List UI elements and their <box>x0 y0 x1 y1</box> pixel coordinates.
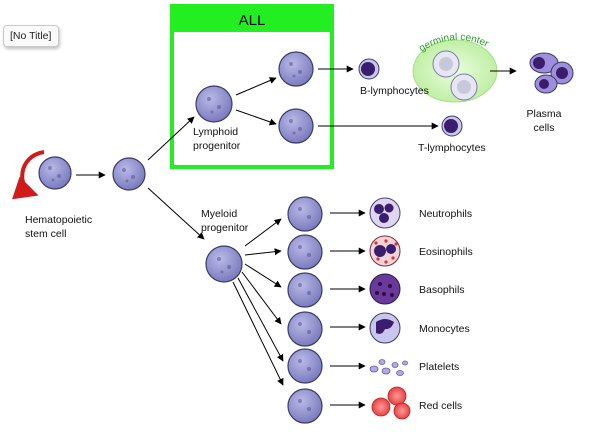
lymphoid-label-line2: progenitor <box>193 140 241 152</box>
myeloid-precursor-2 <box>287 234 323 270</box>
stem-cell-label-line2: stem cell <box>25 228 66 240</box>
basophil-cell <box>369 273 401 305</box>
lymphoid-b-precursor <box>278 51 314 87</box>
red-cells-cluster <box>371 386 411 420</box>
plasma-label-line1: Plasma <box>526 108 561 120</box>
platelets-label: Platelets <box>419 361 459 373</box>
cell-texture <box>48 62 311 411</box>
neutrophil-cell <box>369 197 401 229</box>
eosinophil-cell <box>369 235 401 267</box>
myeloid-precursor-4 <box>287 311 323 347</box>
monocytes-label: Monocytes <box>419 323 470 335</box>
lymphoid-label-line1: Lymphoid <box>193 126 238 138</box>
myeloid-precursor-3 <box>287 272 323 308</box>
platelets-cluster <box>369 359 408 376</box>
all-box: ALL <box>170 4 334 169</box>
progenitor-cells <box>38 51 323 424</box>
neutrophils-label: Neutrophils <box>419 208 472 220</box>
myeloid-progenitor-cell <box>205 245 243 283</box>
basophils-label: Basophils <box>419 284 465 296</box>
all-box-title: ALL <box>239 12 266 29</box>
stem-cell-label-line1: Hematopoietic <box>25 214 92 226</box>
myeloid-precursor-6 <box>287 388 323 424</box>
b-lymphocytes-label: B-lymphocytes <box>360 85 429 97</box>
monocyte-cell <box>369 312 401 344</box>
self-renewal-arrow <box>11 150 45 200</box>
red-cells-label: Red cells <box>419 400 462 412</box>
plasma-cells <box>529 52 574 94</box>
t-lymphocytes-label: T-lymphocytes <box>418 142 486 154</box>
title-tag: [No Title] <box>3 25 60 47</box>
plasma-label-line2: cells <box>533 122 554 134</box>
lymphoid-progenitor-cell <box>195 85 233 123</box>
myeloid-precursor-5 <box>287 348 323 384</box>
myeloid-label-line2: progenitor <box>201 222 249 234</box>
b-lymphocyte-cell <box>358 58 380 80</box>
myeloid-label-line1: Myeloid <box>201 208 237 220</box>
eosinophils-label: Eosinophils <box>419 246 473 258</box>
lymphoid-t-precursor <box>278 108 314 144</box>
t-lymphocyte-cell <box>441 115 463 137</box>
stem-cell-upper <box>38 156 72 190</box>
arrows <box>76 65 517 409</box>
stem-cell-daughter <box>112 157 146 191</box>
germinal-center-cells <box>432 50 478 101</box>
myeloid-precursor-1 <box>287 196 323 232</box>
